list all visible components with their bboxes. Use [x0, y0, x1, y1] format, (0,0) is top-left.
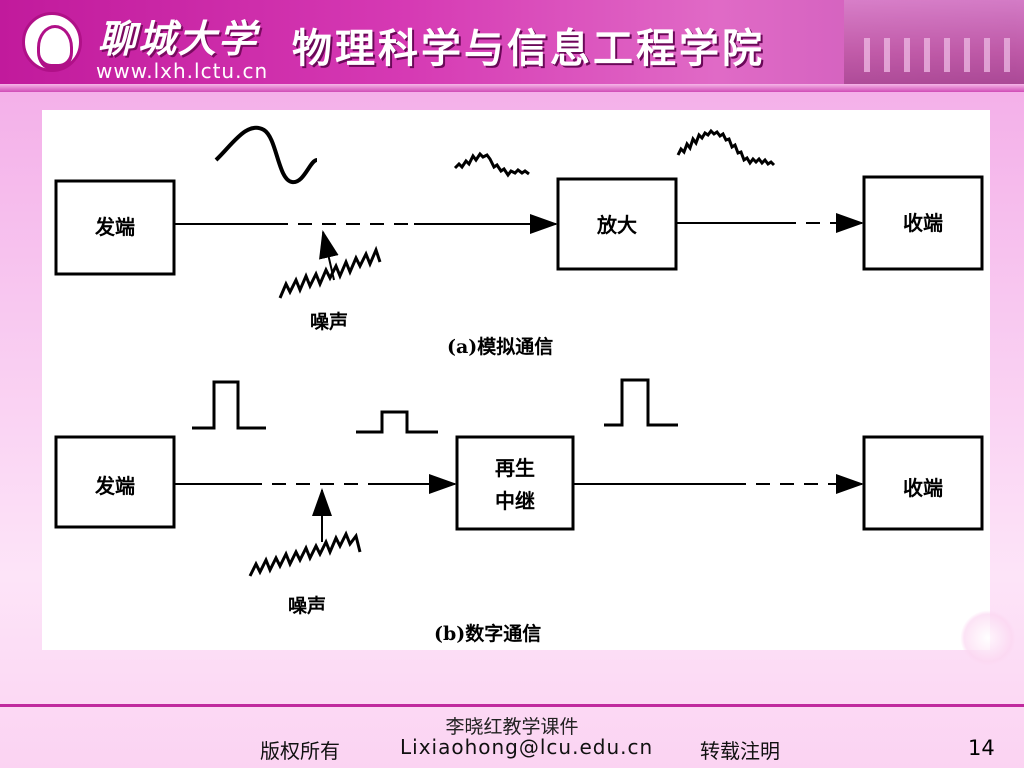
regenerator-label-line1: 再生: [495, 456, 535, 480]
analog-sender-block: [54, 179, 176, 276]
reprint-note: 转载注明: [700, 739, 780, 763]
analog-receiver-label: 收端: [903, 211, 943, 235]
analog-noise-label: 噪声: [310, 310, 348, 333]
copyright-text: 版权所有: [260, 739, 340, 763]
diagram-panel: 发端 放大 收端 噪声 (a)模拟通信 发端 再生 中继 收端: [42, 110, 990, 650]
flower-decoration-icon: [960, 610, 1016, 666]
digital-noise-wave: [248, 530, 362, 577]
amplifier-label: 放大: [596, 213, 637, 237]
digital-pulse-1: [192, 380, 266, 430]
regenerator-block: [455, 435, 575, 531]
building-image-icon: [844, 0, 1024, 88]
analog-noise-wave: [278, 245, 382, 299]
author-email: Lixiaohong@lcu.edu.cn: [400, 735, 654, 759]
digital-sender-label: 发端: [94, 474, 135, 498]
analog-receiver-block: [862, 175, 984, 271]
digital-noise-label: 噪声: [288, 594, 326, 617]
page-number: 14: [968, 736, 995, 760]
author-credit: 李晓红教学课件: [445, 716, 579, 738]
university-logo-icon: [22, 12, 82, 72]
footer-divider: [0, 704, 1024, 707]
website-url: www.lxh.lctu.cn: [96, 59, 269, 83]
digital-pulse-regenerated: [604, 378, 678, 427]
digital-caption: (b)数字通信: [434, 622, 541, 645]
analog-caption: (a)模拟通信: [447, 335, 553, 358]
analog-sender-label: 发端: [94, 215, 135, 239]
amplifier-block: [556, 177, 678, 271]
regenerator-label-line2: 中继: [495, 489, 535, 513]
digital-pulse-attenuated: [356, 410, 438, 434]
analog-signal-wave: [214, 125, 318, 184]
analog-attenuated-wave: [453, 151, 530, 178]
analog-amplified-wave: [676, 128, 776, 167]
university-name: 聊城大学: [98, 16, 259, 61]
digital-receiver-block: [862, 435, 984, 531]
header-banner: 聊城大学 物理科学与信息工程学院 www.lxh.lctu.cn: [0, 0, 1024, 92]
digital-sender-block: [54, 435, 176, 529]
communication-diagram: 发端 放大 收端 噪声 (a)模拟通信 发端 再生 中继 收端: [54, 125, 984, 645]
college-name: 物理科学与信息工程学院: [292, 26, 765, 72]
digital-receiver-label: 收端: [903, 476, 943, 500]
